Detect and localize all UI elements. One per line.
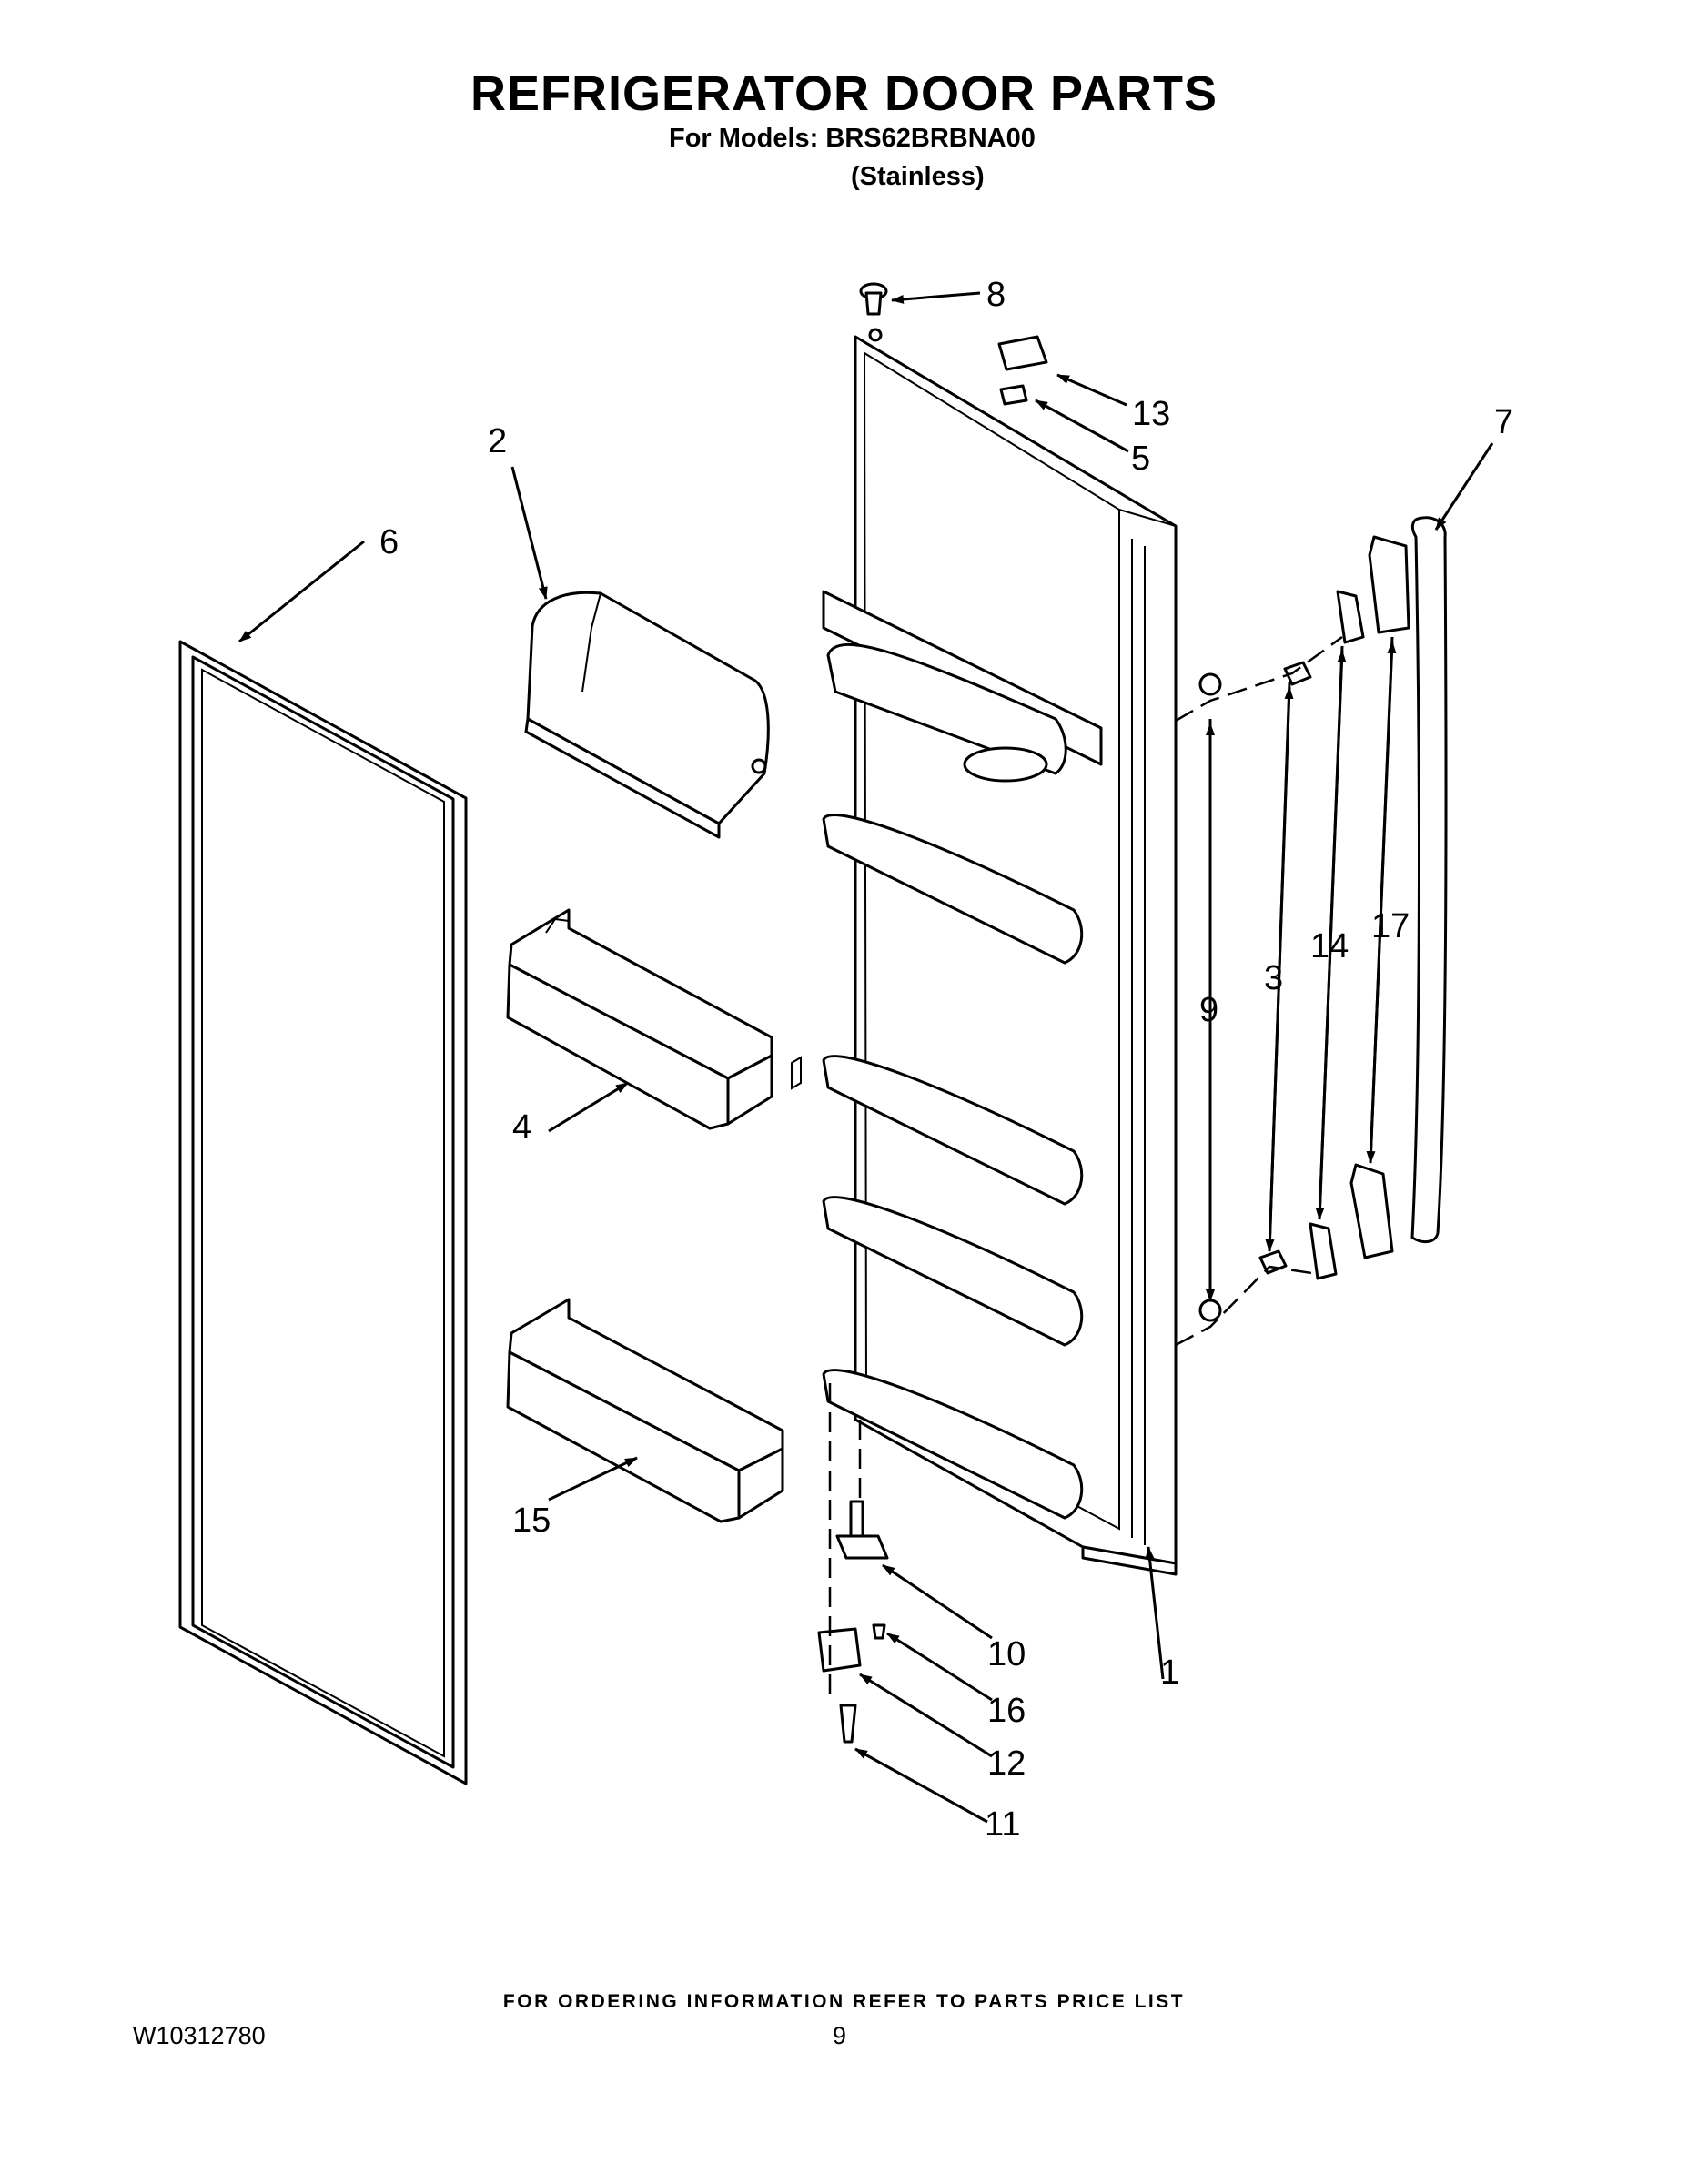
callout-7: 7: [1494, 403, 1513, 441]
mounting-bracket-part-14: [1309, 590, 1365, 1280]
callout-8: 8: [986, 276, 1006, 314]
callout-9: 9: [1199, 991, 1218, 1029]
door-assembly-part-1: [822, 328, 1178, 1576]
door-bin-part-4: [506, 908, 773, 1130]
handle-endcap-part-17: [1349, 535, 1410, 1259]
callout-5: 5: [1131, 440, 1150, 478]
callout-1: 1: [1160, 1653, 1179, 1692]
page-number: 9: [833, 2022, 847, 2049]
stud-part-9: [1198, 672, 1222, 1322]
callout-11: 11: [985, 1805, 1020, 1844]
assembly-line: [1175, 1265, 1319, 1347]
door-handle-part-7: [1410, 516, 1448, 1244]
label-part-5: [999, 384, 1028, 406]
callout-17: 17: [1371, 907, 1410, 945]
screw-part-11: [839, 1704, 857, 1744]
hinge-part-10: [835, 1500, 889, 1560]
callout-labels: 1 2 3 4 5 6 7 8 9 10 11 12 13 14 15 16 1…: [379, 276, 1513, 1844]
hinge-bracket-part-12: [817, 1627, 862, 1673]
ordering-info-note: FOR ORDERING INFORMATION REFER TO PARTS …: [502, 1991, 1186, 2012]
callout-4: 4: [512, 1108, 531, 1147]
callout-13: 13: [1132, 395, 1170, 433]
bin-clip: [791, 1056, 802, 1090]
callout-2: 2: [488, 422, 507, 460]
assembly-line: [1175, 635, 1343, 723]
callout-leaders: [238, 291, 1494, 1824]
door-bin-part-15: [506, 1298, 784, 1523]
label-part-13: [997, 335, 1048, 371]
screw-part-16: [872, 1623, 886, 1640]
callout-16: 16: [987, 1692, 1026, 1730]
door-cap-part-8: [859, 282, 888, 316]
callout-15: 15: [512, 1502, 551, 1540]
document-id: W10312780: [133, 2022, 266, 2049]
model-line: For Models: BRS62BRBNA00: [669, 124, 1036, 153]
page-title: REFRIGERATOR DOOR PARTS: [470, 66, 1218, 121]
model-variant: (Stainless): [851, 162, 985, 191]
callout-10: 10: [987, 1635, 1026, 1673]
callout-14: 14: [1310, 927, 1349, 966]
callout-3: 3: [1264, 959, 1283, 997]
callout-6: 6: [379, 523, 399, 561]
callout-12: 12: [987, 1744, 1026, 1783]
door-gasket-part-6: [178, 640, 468, 1785]
dairy-door-part-2: [524, 591, 770, 839]
